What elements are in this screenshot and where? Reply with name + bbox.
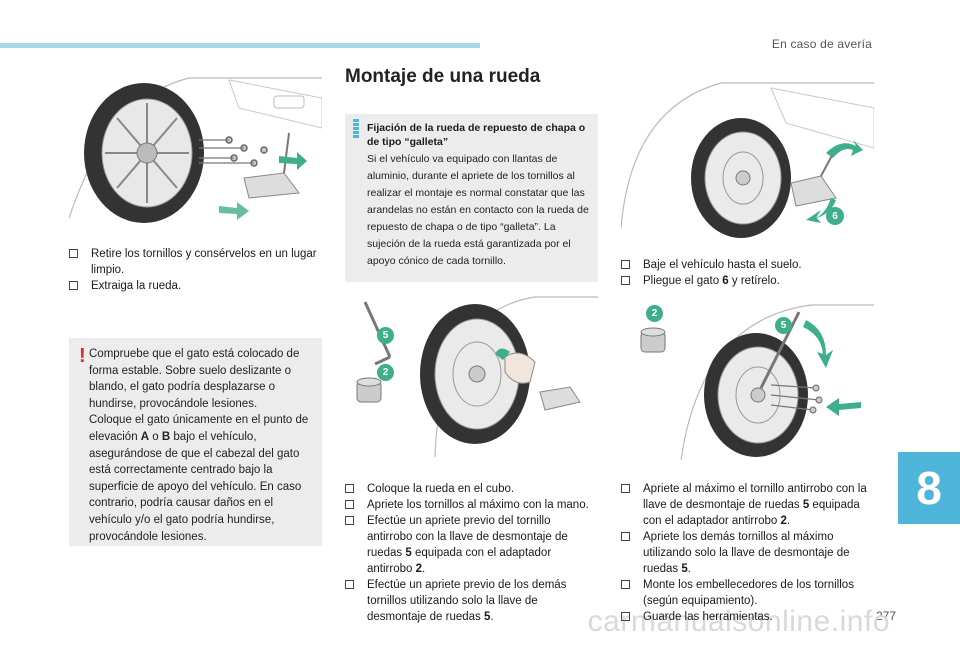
checkbox-icon <box>345 484 354 493</box>
step-text: Guarde las herramientas. <box>643 611 773 623</box>
step-text: . <box>786 515 791 527</box>
list-item: Baje el vehículo hasta el suelo. <box>621 257 874 273</box>
step-text: Extraiga la rueda. <box>91 280 182 292</box>
badge-label: 6 <box>832 210 838 222</box>
badge-2: 2 <box>377 364 394 381</box>
jack-point-b: B <box>161 430 171 443</box>
list-item: Apriete los tornillos al máximo con la m… <box>345 497 598 513</box>
step-text: Apriete los tornillos al máximo con la m… <box>367 499 589 511</box>
ref-number: 5 <box>405 547 412 559</box>
step-text: Efectúe un apriete previo de los demás t… <box>367 579 567 623</box>
ref-number: 5 <box>802 499 810 511</box>
jack-point-a: A <box>140 430 150 443</box>
checkbox-icon <box>69 281 78 290</box>
badge-2: 2 <box>646 305 663 322</box>
checkbox-icon <box>621 532 630 541</box>
list-item: Monte los embellecedores de los tornillo… <box>621 577 881 609</box>
watermark: carmanualsonline.info <box>587 605 890 638</box>
figure-lower-vehicle <box>621 68 874 238</box>
chapter-tab: 8 <box>898 452 960 524</box>
badge-label: 5 <box>382 330 389 341</box>
warning-icon: ! <box>79 345 86 367</box>
warning-text-part: bajo el vehículo, asegurándose de que el… <box>89 430 302 543</box>
warning-box: ! Compruebe que el gato está colocado de… <box>69 338 322 546</box>
checkbox-icon <box>345 500 354 509</box>
step-text: Apriete los demás tornillos al máximo ut… <box>643 531 850 575</box>
step-text: Monte los embellecedores de los tornillo… <box>643 579 854 607</box>
list-item: Guarde las herramientas. <box>621 609 881 625</box>
step-text: Pliegue el gato <box>643 275 723 287</box>
step-text: equipada con el adaptador antirrobo <box>643 499 860 527</box>
badge-6: 6 <box>826 207 844 225</box>
warning-text-part: Coloque el gato únicamente en el punto d… <box>89 414 309 443</box>
list-item: Retire los tornillos y consérvelos en un… <box>69 246 322 278</box>
warning-text: Compruebe que el gato está colocado de f… <box>89 346 317 545</box>
checkbox-icon <box>621 612 630 621</box>
checkbox-icon <box>621 580 630 589</box>
warning-paragraph-1: Compruebe que el gato está colocado de f… <box>89 348 300 410</box>
warning-text-part: o <box>149 430 162 443</box>
figure-fit-wheel <box>345 292 598 457</box>
list-item: Efectúe un apriete previo del tornillo a… <box>345 513 598 577</box>
info-heading: Fijación de la rueda de repuesto de chap… <box>367 122 586 148</box>
list-item: Pliegue el gato 6 y retírelo. <box>621 273 874 289</box>
figure-remove-wheel <box>69 68 322 228</box>
step-text: Baje el vehículo hasta el suelo. <box>643 259 802 271</box>
step-text: Retire los tornillos y consérvelos en un… <box>91 248 317 276</box>
checkbox-icon <box>621 484 630 493</box>
badge-label: 5 <box>780 320 787 331</box>
step-text: . <box>687 563 691 575</box>
col3-steps-1: Baje el vehículo hasta el suelo. Pliegue… <box>621 257 874 289</box>
list-item: Efectúe un apriete previo de los demás t… <box>345 577 598 625</box>
checkbox-icon <box>621 276 630 285</box>
info-icon <box>353 119 359 139</box>
step-text: . <box>422 563 426 575</box>
step-text: Apriete al máximo el tornillo antirrobo … <box>643 483 867 511</box>
step-text: y retírelo. <box>728 275 780 287</box>
step-text: Coloque la rueda en el cubo. <box>367 483 515 495</box>
ref-number: 2 <box>780 515 787 527</box>
page-heading: Montaje de una rueda <box>345 66 541 87</box>
badge-5: 5 <box>377 327 394 344</box>
checkbox-icon <box>345 516 354 525</box>
checkbox-icon <box>69 249 78 258</box>
col1-steps: Retire los tornillos y consérvelos en un… <box>69 246 322 294</box>
list-item: Apriete al máximo el tornillo antirrobo … <box>621 481 881 529</box>
ref-number: 6 <box>722 275 729 287</box>
checkbox-icon <box>621 260 630 269</box>
col3-steps-2: Apriete al máximo el tornillo antirrobo … <box>621 481 881 625</box>
step-text: . <box>490 611 494 623</box>
checkbox-icon <box>345 580 354 589</box>
step-text: Efectúe un apriete previo del tornillo a… <box>367 515 568 559</box>
ref-number: 5 <box>681 563 688 575</box>
info-box: Fijación de la rueda de repuesto de chap… <box>345 114 598 282</box>
header-accent-bar <box>0 43 480 48</box>
section-title: En caso de avería <box>771 37 872 51</box>
figure-tighten-bolts <box>621 300 874 460</box>
list-item: Extraiga la rueda. <box>69 278 322 294</box>
page-number: 277 <box>875 609 896 623</box>
list-item: Apriete los demás tornillos al máximo ut… <box>621 529 881 577</box>
ref-number: 2 <box>415 563 422 575</box>
ref-number: 5 <box>484 611 491 623</box>
badge-5: 5 <box>775 317 792 334</box>
badge-label: 2 <box>651 308 658 319</box>
badge-label: 2 <box>382 367 389 378</box>
col2-steps: Coloque la rueda en el cubo. Apriete los… <box>345 481 598 625</box>
info-body: Si el vehículo va equipado con llantas d… <box>367 153 589 267</box>
list-item: Coloque la rueda en el cubo. <box>345 481 598 497</box>
step-text: equipada con el adaptador antirrobo <box>367 547 552 575</box>
